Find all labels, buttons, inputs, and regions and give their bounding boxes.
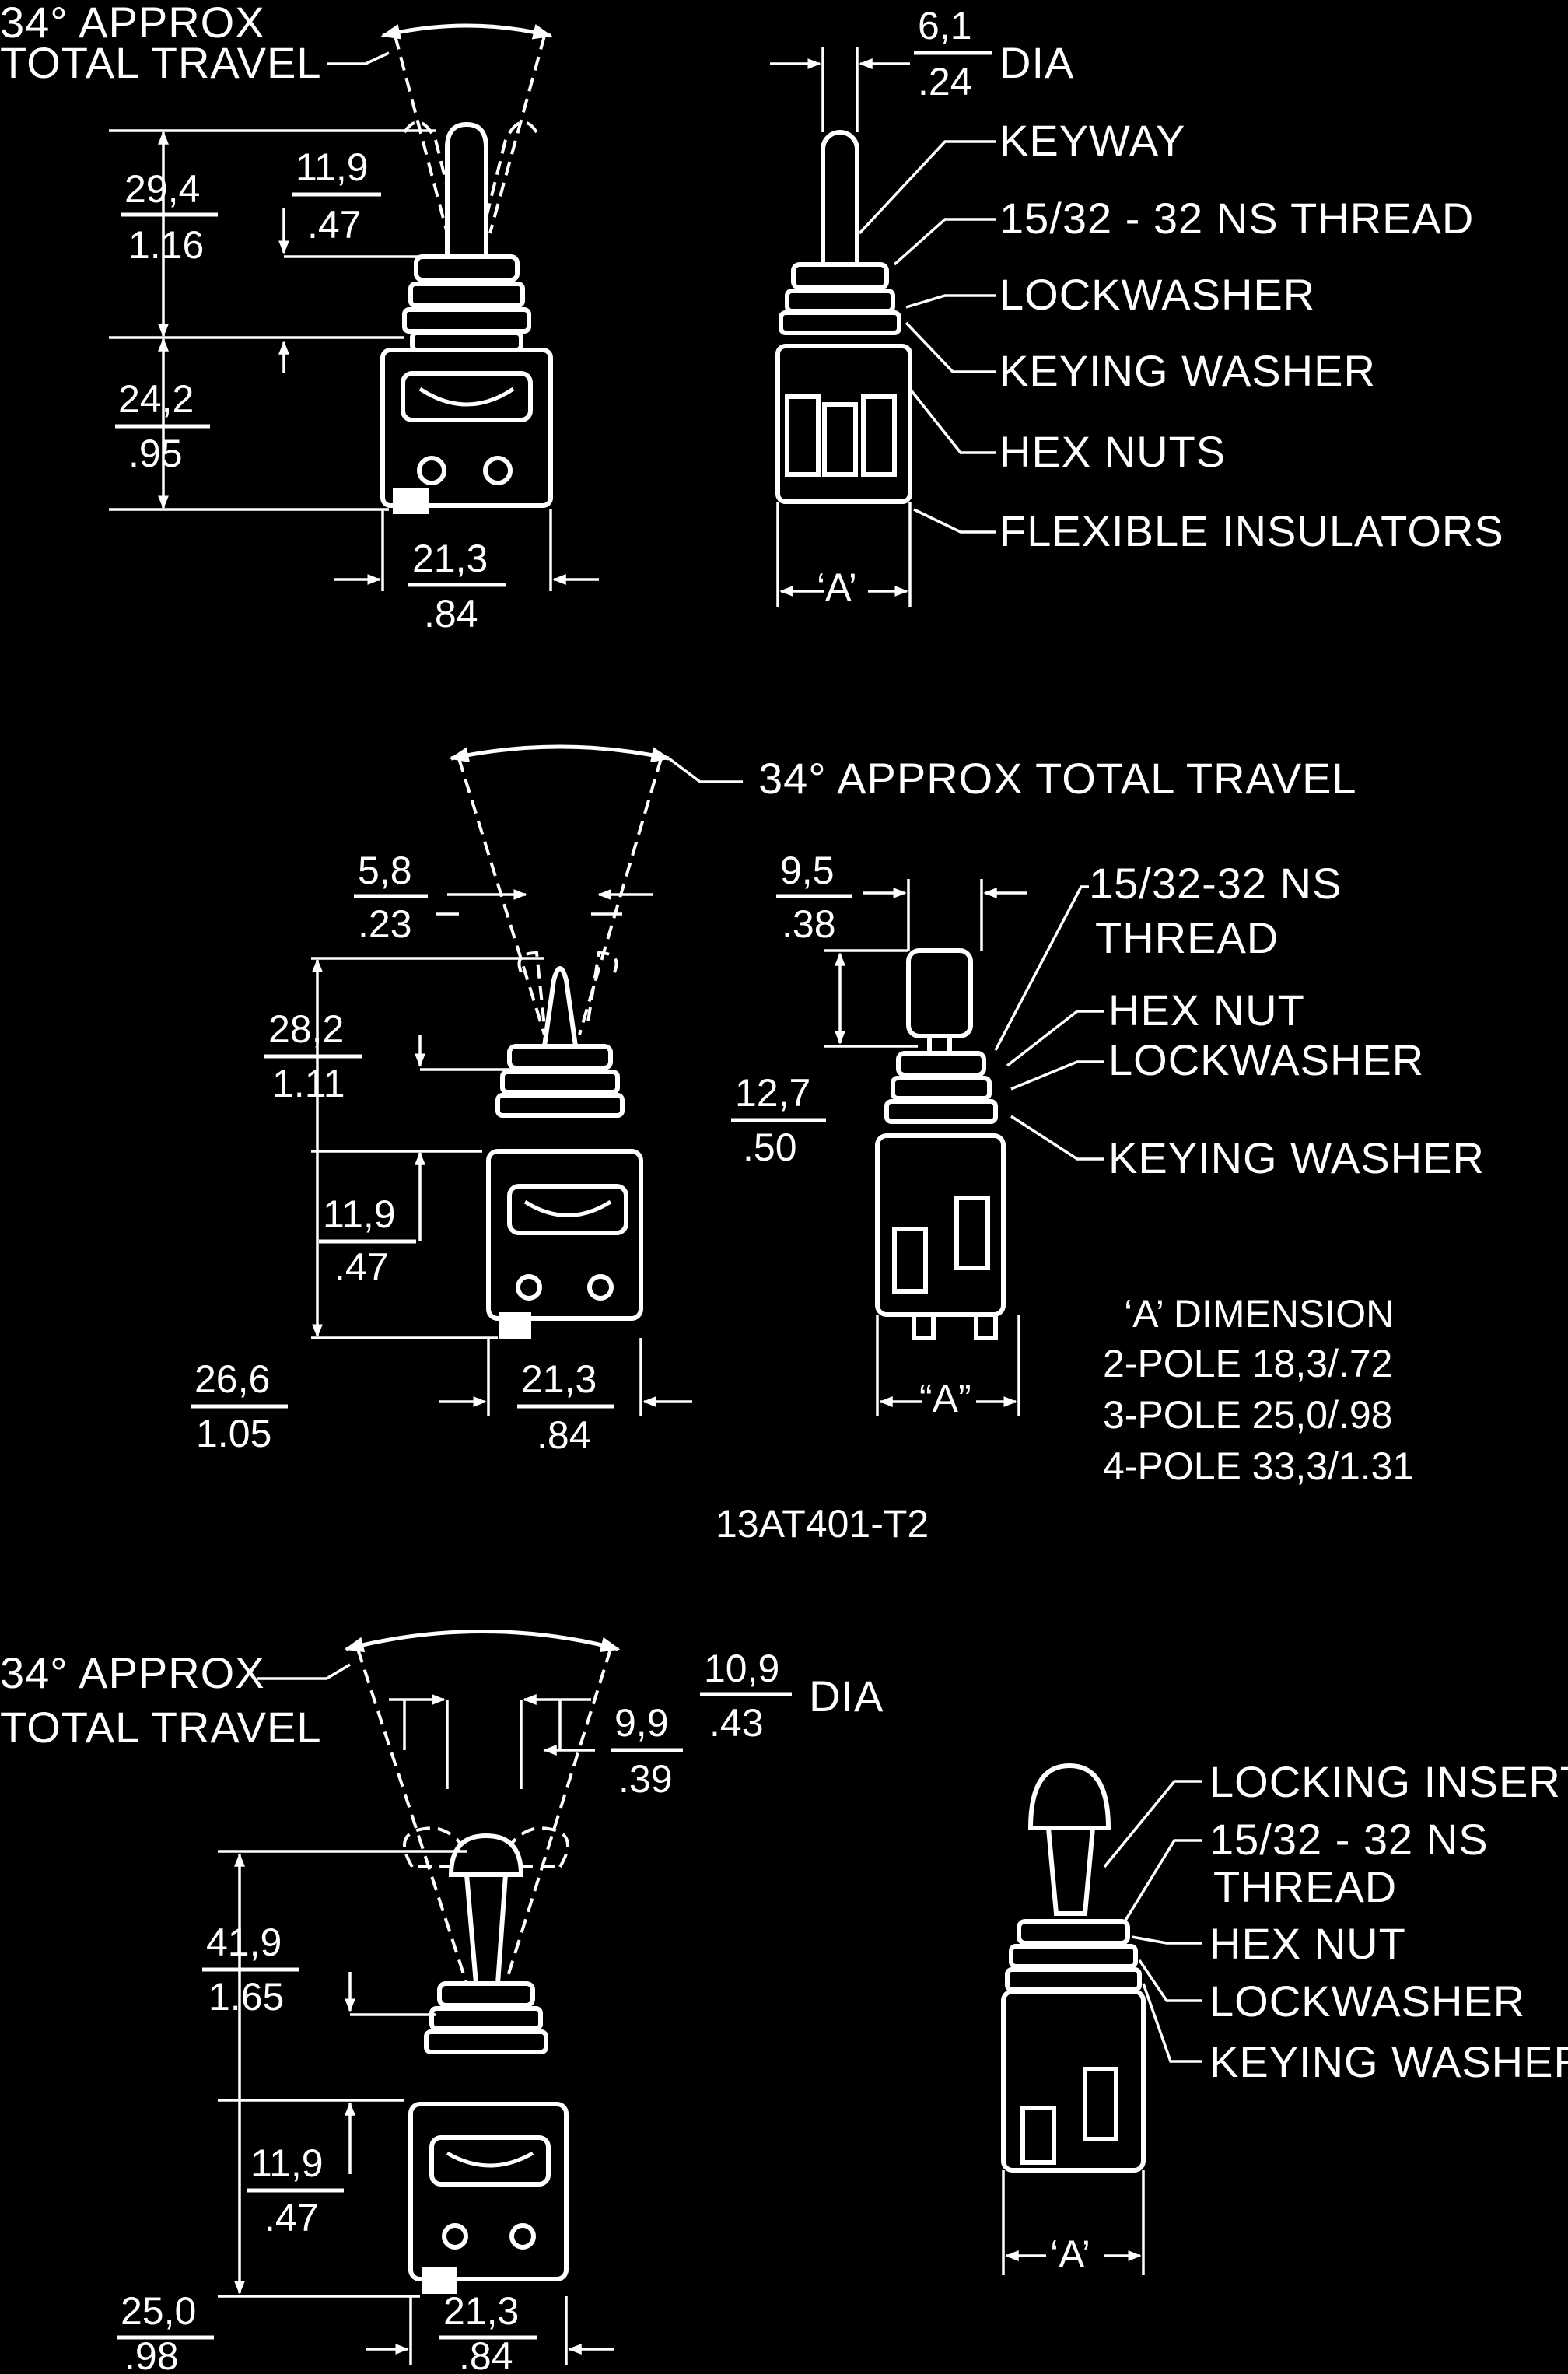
fig1-callout-hex-nuts: HEX NUTS: [999, 427, 1226, 476]
fig1-dim-width-top: 21,3: [412, 537, 488, 580]
fig1-dim-dia-bottom: .24: [918, 60, 972, 103]
fig1-a-label: ‘A’: [817, 565, 857, 609]
fig3-dim-bushing-top: 11,9: [250, 2141, 324, 2185]
figure1-front-view: [109, 23, 599, 591]
fig3-dim-stem-bottom: .39: [618, 1757, 673, 1801]
fig2-callout-lockwasher: LOCKWASHER: [1108, 1035, 1424, 1084]
figure3-labels: 34° APPROX TOTAL TRAVEL 10,9 .43 DIA 9,9…: [0, 1647, 1568, 2374]
fig3-dim-overall-bottom: 1.65: [208, 1975, 284, 2019]
figure2-labels: 34° APPROX TOTAL TRAVEL 5,8 .23 28,2 1.1…: [191, 754, 1485, 1546]
fig1-callout-lockwasher: LOCKWASHER: [999, 270, 1315, 319]
fig2-a-dimension-row-3: 4-POLE 33,3/1.31: [1103, 1444, 1414, 1488]
fig2-a-dimension-title: ‘A’ DIMENSION: [1124, 1292, 1394, 1336]
fig2-part-number: 13AT401-T2: [716, 1502, 929, 1546]
fig3-dim-width-bottom: .84: [459, 2334, 513, 2374]
fig2-dim-overall-top: 28,2: [268, 1007, 344, 1051]
fig2-dim-tip-bottom: .23: [358, 902, 412, 946]
fig3-callout-lockwasher: LOCKWASHER: [1209, 1977, 1525, 2026]
fig3-callout-hex-nut: HEX NUT: [1209, 1919, 1406, 1968]
fig1-dim-body-bottom: .95: [128, 432, 183, 475]
fig1-dim-body-top: 24,2: [118, 377, 194, 421]
fig3-dim-dia-top: 10,9: [704, 1647, 779, 1690]
fig2-thread-line2: THREAD: [1095, 913, 1279, 962]
fig3-dim-body-bottom: .98: [124, 2334, 179, 2374]
fig3-callout-keying-washer: KEYING WASHER: [1209, 2037, 1568, 2086]
fig3-dim-dia-suffix: DIA: [809, 1672, 884, 1721]
fig2-dim-overall-bottom: 1.11: [272, 1062, 345, 1105]
figure3-side-view: [1001, 1763, 1202, 2275]
fig1-callout-keyway: KEYWAY: [999, 116, 1185, 165]
fig2-a-dimension-row-2: 3-POLE 25,0/.98: [1103, 1393, 1392, 1437]
fig2-dim-cap-bottom: .38: [782, 902, 836, 946]
fig2-dim-body-top: 26,6: [194, 1357, 270, 1401]
fig2-dim-tip-top: 5,8: [358, 849, 412, 892]
figure2-front-view: [311, 744, 743, 1416]
fig1-travel-line2: TOTAL TRAVEL: [0, 38, 321, 87]
fig3-dim-width-top: 21,3: [443, 2289, 519, 2333]
fig1-callout-keying-washer: KEYING WASHER: [999, 346, 1376, 395]
fig2-dim-width-top: 21,3: [521, 1357, 597, 1401]
figure2-side-view: [824, 879, 1104, 1416]
fig2-callout-hex-nut: HEX NUT: [1108, 986, 1305, 1035]
fig2-callout-keying-washer: KEYING WASHER: [1108, 1133, 1485, 1182]
fig2-dim-bushing-bottom: .47: [334, 1245, 389, 1289]
fig2-dim-bushing-top: 11,9: [323, 1192, 396, 1236]
fig2-thread-line1: 15/32-32 NS: [1089, 859, 1342, 908]
fig1-callout-thread: 15/32 - 32 NS THREAD: [999, 194, 1474, 243]
fig3-callout-locking-insert: LOCKING INSERT: [1209, 1757, 1568, 1806]
fig1-dim-lever-bottom: .47: [307, 203, 362, 247]
fig1-dim-lever-top: 11,9: [296, 145, 369, 189]
fig3-dim-overall-top: 41,9: [206, 1921, 282, 1964]
fig3-a-label: ‘A’: [1050, 2232, 1090, 2276]
fig2-a-label: “A”: [919, 1377, 971, 1420]
fig3-dim-stem-top: 9,9: [614, 1701, 669, 1745]
fig3-dim-body-top: 25,0: [121, 2289, 196, 2333]
fig2-dim-cap-top: 9,5: [780, 849, 835, 892]
fig1-dim-overall-top: 29,4: [124, 167, 200, 211]
fig3-callout-thread-line1: 15/32 - 32 NS: [1209, 1815, 1489, 1864]
fig2-dim-cap-height-top: 12,7: [735, 1071, 810, 1115]
fig3-travel-line2: TOTAL TRAVEL: [0, 1703, 321, 1752]
fig1-travel-line1: 34° APPROX: [0, 0, 265, 47]
fig3-dim-dia-bottom: .43: [709, 1701, 764, 1745]
figure1-side-view: [770, 47, 996, 607]
figure1-labels: 34° APPROX TOTAL TRAVEL 29,4 1.16 11,9 .…: [0, 0, 1504, 636]
fig2-travel: 34° APPROX TOTAL TRAVEL: [758, 754, 1357, 803]
fig3-callout-thread-line2: THREAD: [1213, 1862, 1397, 1911]
fig2-dim-body-bottom: 1.05: [196, 1412, 271, 1455]
figure3-front-view: [218, 1630, 621, 2365]
fig3-dim-bushing-bottom: .47: [264, 2196, 319, 2239]
fig1-dim-overall-bottom: 1.16: [128, 223, 204, 267]
fig1-dim-dia-top: 6,1: [918, 4, 972, 47]
fig1-callout-flexible-insulators: FLEXIBLE INSULATORS: [999, 506, 1504, 555]
fig2-dim-cap-height-bottom: .50: [743, 1126, 797, 1169]
fig2-a-dimension-row-1: 2-POLE 18,3/.72: [1103, 1342, 1392, 1385]
fig1-dim-dia-suffix: DIA: [999, 38, 1074, 87]
fig3-travel-line1: 34° APPROX: [0, 1648, 265, 1697]
fig1-dim-width-bottom: .84: [424, 592, 478, 636]
fig2-dim-width-bottom: .84: [537, 1413, 591, 1457]
